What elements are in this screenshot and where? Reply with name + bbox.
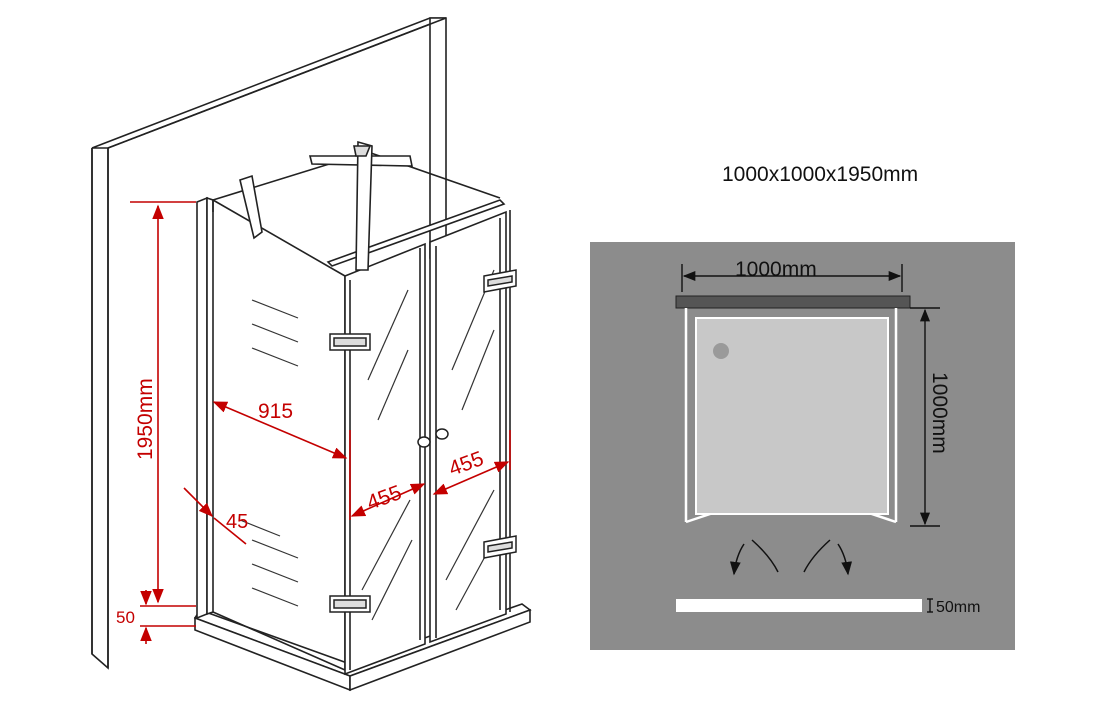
iso-dimension-lines bbox=[130, 201, 511, 644]
spec-title: 1000x1000x1950mm bbox=[722, 163, 918, 186]
wall bbox=[91, 17, 447, 670]
tray-height-marker bbox=[927, 598, 933, 613]
offset-label: 45 bbox=[226, 511, 248, 533]
drain-icon bbox=[713, 343, 729, 359]
tray-strip bbox=[676, 599, 922, 612]
plan-wall-bar bbox=[675, 295, 911, 309]
door-knobs bbox=[417, 428, 449, 448]
side-width-label: 915 bbox=[258, 400, 293, 423]
door-swing-arrows bbox=[729, 539, 853, 576]
stabilizer-bars bbox=[239, 140, 413, 271]
height-label: 1950mm bbox=[134, 378, 157, 460]
isometric-view: 1950mm 915 45 455 455 50 bbox=[91, 17, 532, 692]
plan-width-dimension bbox=[681, 264, 903, 292]
tray-height-label: 50mm bbox=[936, 599, 980, 616]
plan-depth-label: 1000mm bbox=[928, 372, 951, 454]
plan-width-label: 1000mm bbox=[735, 258, 817, 281]
plan-view: 1000mm 1000mm 50mm bbox=[590, 242, 1015, 650]
hinges bbox=[329, 269, 517, 613]
side-glass-panel bbox=[196, 196, 346, 671]
base-height-label: 50 bbox=[116, 608, 135, 627]
plan-depth-dimension bbox=[910, 307, 940, 527]
